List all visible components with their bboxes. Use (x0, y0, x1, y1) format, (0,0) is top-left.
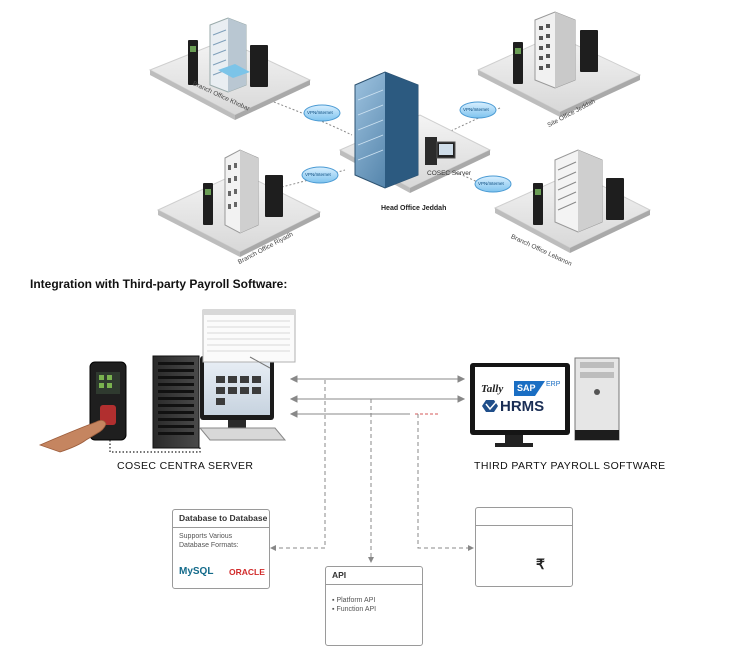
connector-arrowheads (270, 545, 474, 563)
tally-logo: Tally (481, 383, 504, 395)
file-box: ₹ (475, 507, 573, 587)
api-box-title: API (326, 567, 422, 585)
door-controllers (188, 30, 624, 225)
database-box-title: Database to Database (173, 510, 269, 528)
platform-api-label: Platform API (336, 597, 376, 604)
api-item-2: ▪ Function API (332, 606, 377, 613)
hrms-logo-icon (482, 400, 498, 412)
sap-logo-text: SAP (517, 383, 536, 393)
payroll-caption: THIRD PARTY PAYROLL SOFTWARE (474, 460, 666, 472)
sap-logo-icon (514, 381, 545, 396)
payroll-tower-icon (574, 357, 620, 441)
function-api-label: Function API (336, 606, 377, 613)
hand-icon (38, 420, 107, 453)
db-line-2: Database Formats: (179, 542, 239, 549)
building-riyadh (224, 149, 259, 234)
vpn-cloud-icons (301, 101, 512, 193)
method-connectors (272, 380, 470, 560)
device-server-link (109, 440, 201, 453)
label-head-office: Head Office Jeddah (381, 205, 447, 212)
api-item-1: ▪ Platform API (332, 597, 376, 604)
label-cosec-server: COSEC Server (427, 170, 472, 177)
erp-label: ERP (546, 381, 561, 388)
integration-arrows (289, 375, 466, 418)
software-window-preview (202, 309, 296, 369)
building-khobar (209, 17, 250, 93)
database-box: Database to Database Supports Various Da… (172, 509, 270, 589)
vpn-label-3: VPN/Internet (305, 172, 331, 177)
db-line-1: Supports Various (179, 533, 233, 540)
server-tower-icon (152, 355, 200, 449)
hrms-logo: HRMS (500, 398, 545, 415)
cosec-server-icon (425, 137, 456, 165)
oracle-logo: ORACLE (229, 567, 265, 577)
file-box-title (476, 508, 572, 526)
api-box: API ▪ Platform API ▪ Function API (325, 566, 423, 646)
vpn-label-1: VPN/Internet (307, 110, 333, 115)
vpn-label-2: VPN/Internet (463, 107, 489, 112)
controller-screens (190, 46, 541, 195)
building-jeddah-site (534, 11, 576, 89)
vpn-label-4: VPN/Internet (478, 181, 504, 186)
rupee-icon: ₹ (536, 556, 545, 572)
mysql-logo: MySQL (179, 566, 214, 577)
building-lebanon (554, 149, 603, 233)
building-head-office (354, 71, 419, 189)
admin-monitor-icon (198, 356, 287, 441)
cosec-centra-caption: COSEC CENTRA SERVER (117, 460, 254, 472)
section-title: Integration with Third-party Payroll Sof… (30, 277, 288, 291)
